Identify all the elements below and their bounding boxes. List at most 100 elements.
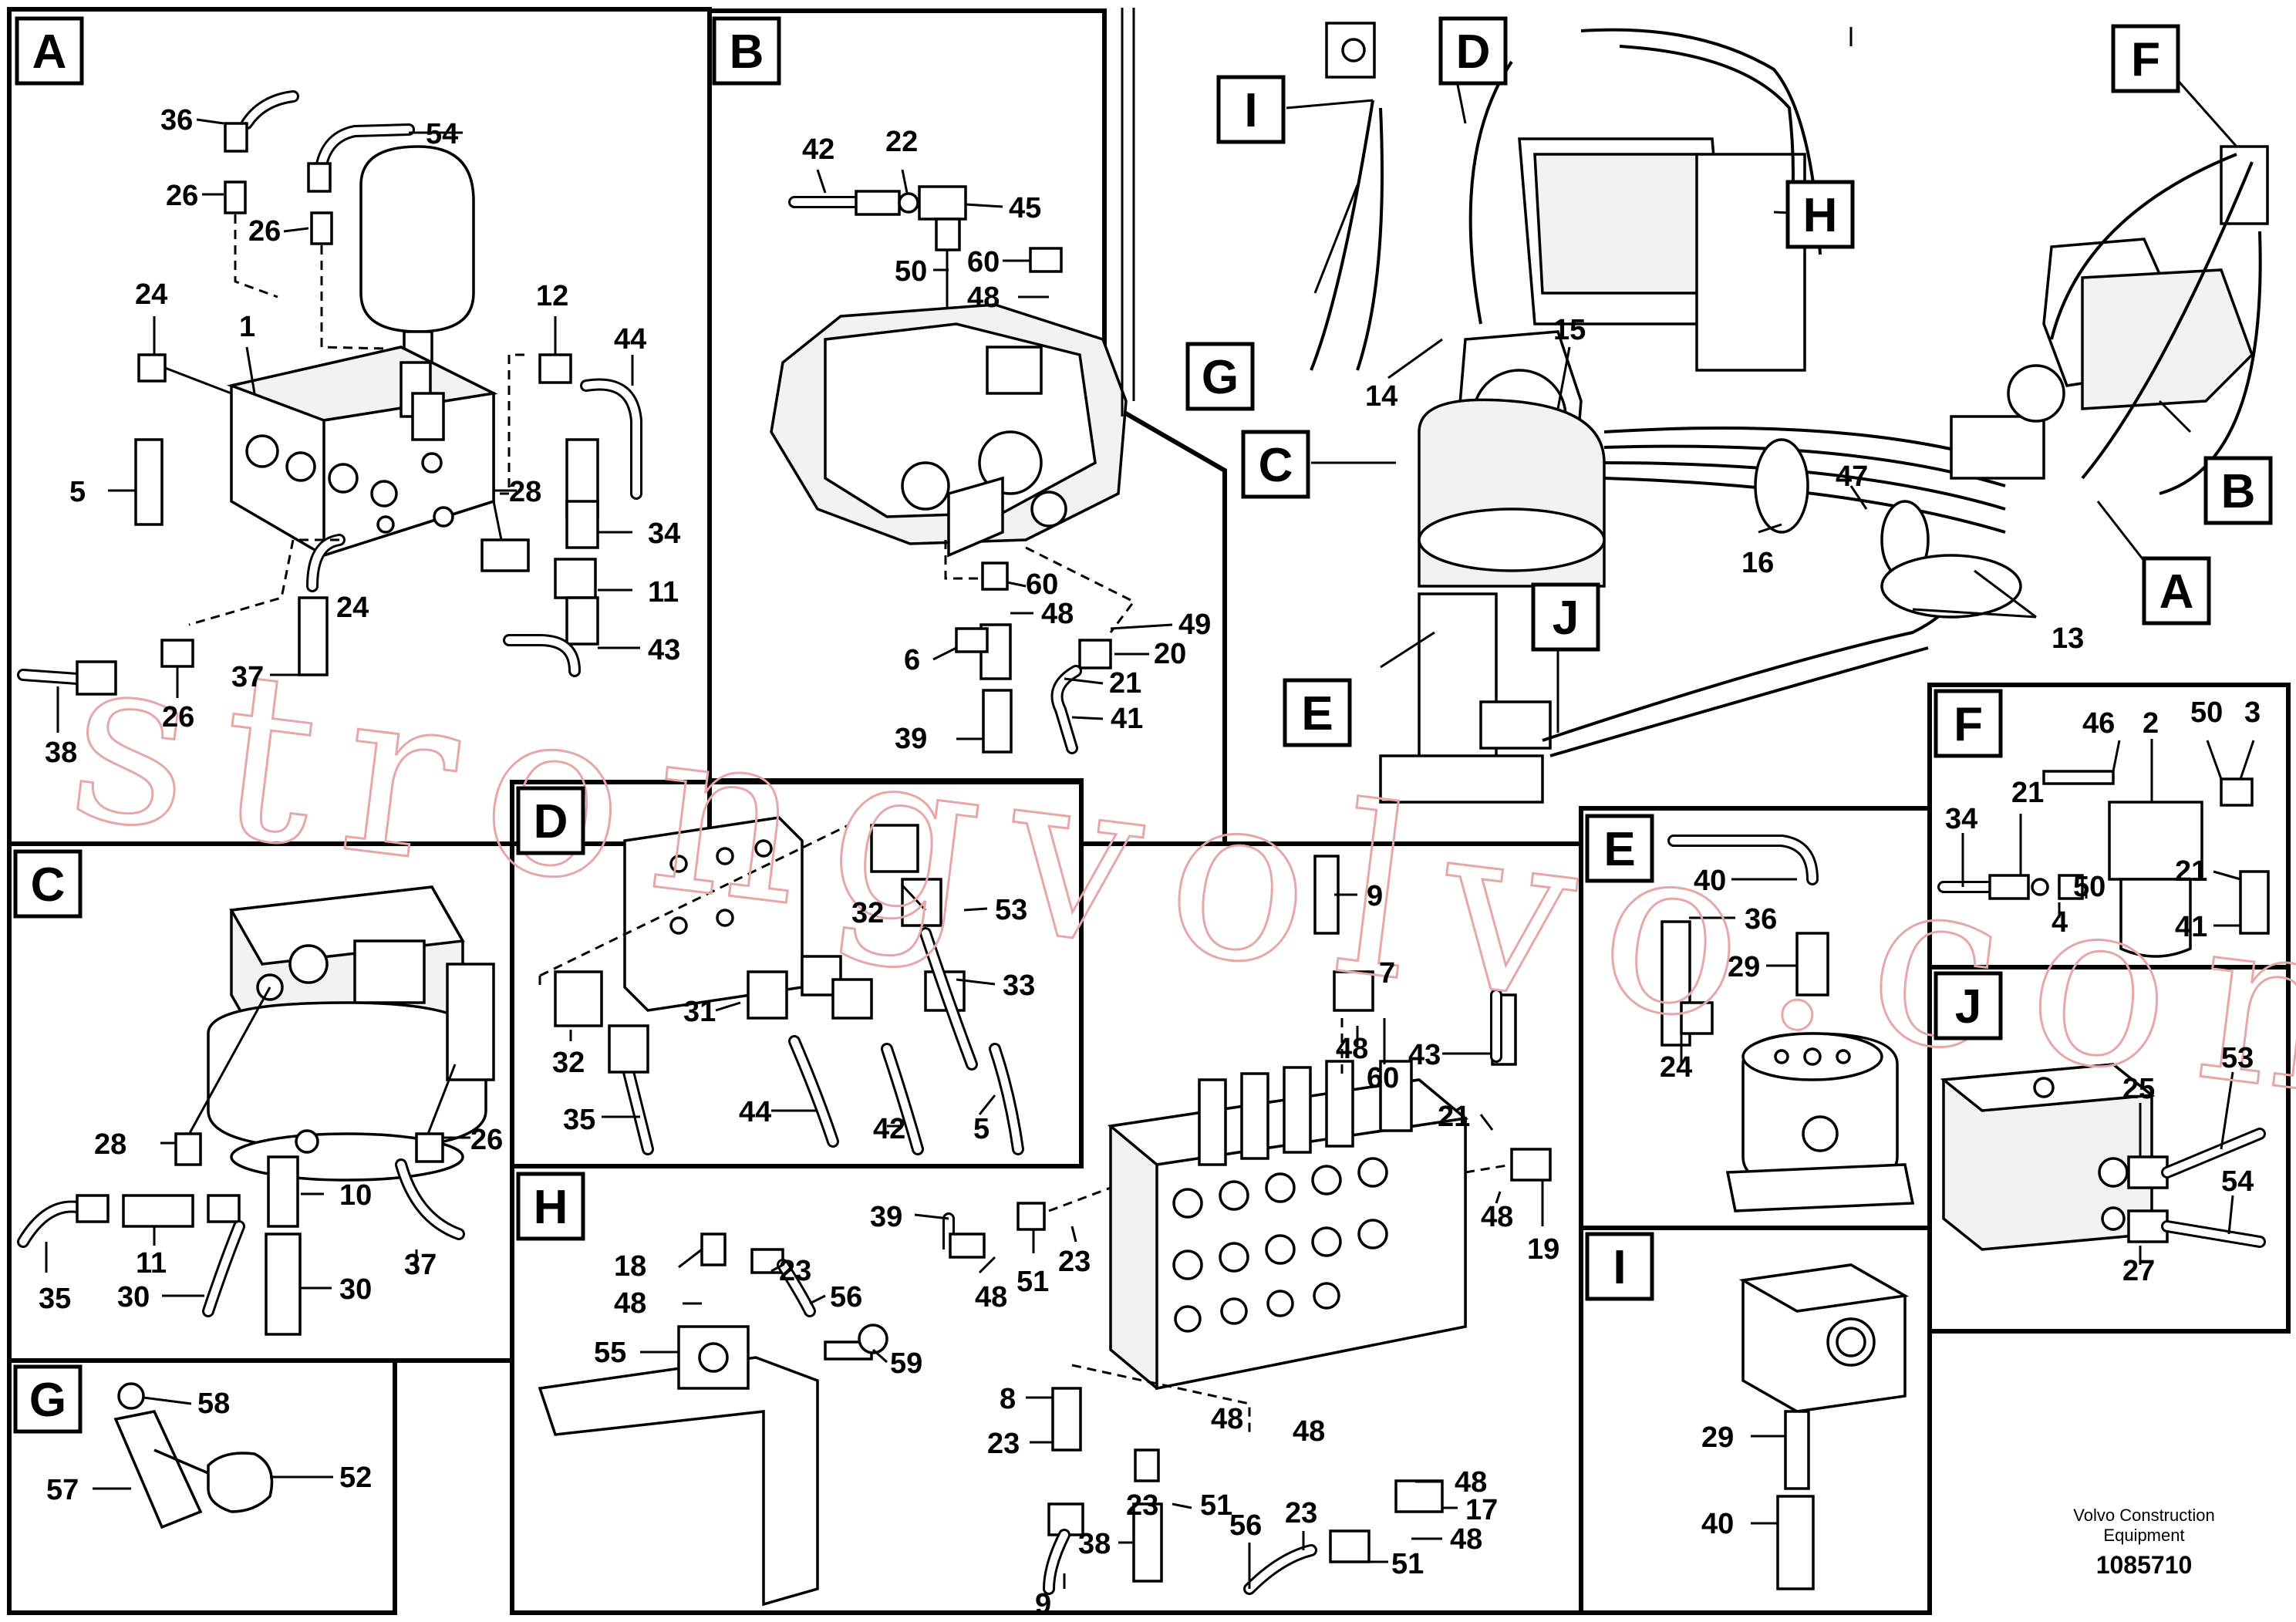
callout-f46: 46 <box>2082 707 2115 740</box>
callout-o16: 16 <box>1741 547 1774 579</box>
callout-a37: 37 <box>231 661 264 693</box>
callout-a26a: 26 <box>166 180 198 212</box>
callout-b6: 6 <box>904 644 920 676</box>
callout-d32a: 32 <box>851 897 884 929</box>
overview-label-b: B <box>2221 465 2256 518</box>
callout-b48b: 48 <box>1041 598 1074 630</box>
callout-a1: 1 <box>239 311 255 343</box>
callout-h59: 59 <box>890 1347 922 1380</box>
callout-a44: 44 <box>614 323 646 356</box>
callout-e40: 40 <box>1694 865 1726 897</box>
callout-m56: 56 <box>1229 1509 1262 1542</box>
callout-m9a: 9 <box>1367 880 1383 912</box>
panel-j-drawing <box>1940 1063 2266 1251</box>
callout-m51c: 51 <box>1391 1548 1424 1580</box>
callout-b22: 22 <box>885 126 918 158</box>
callout-m19: 19 <box>1527 1233 1559 1266</box>
callout-m48g: 48 <box>1450 1523 1482 1556</box>
overview-label-a: A <box>2159 565 2194 619</box>
overview-label-h: H <box>1803 189 1838 242</box>
callout-d31: 31 <box>683 996 716 1028</box>
overview-label-f: F <box>2131 33 2160 86</box>
callout-f4: 4 <box>2052 906 2068 939</box>
overview-label-e: E <box>1301 687 1333 740</box>
callout-a24a: 24 <box>135 278 167 311</box>
overview-label-c: C <box>1259 439 1293 492</box>
callout-m38: 38 <box>1078 1528 1111 1560</box>
callout-b48a: 48 <box>967 282 1000 314</box>
callout-m48b: 48 <box>1481 1201 1513 1233</box>
callout-a34: 34 <box>648 518 680 550</box>
callout-f34: 34 <box>1945 803 1977 835</box>
callout-f41: 41 <box>2175 911 2207 943</box>
callout-d32b: 32 <box>552 1047 585 1079</box>
callout-d35: 35 <box>563 1104 595 1136</box>
callout-d53: 53 <box>995 894 1027 926</box>
callout-m51b: 51 <box>1200 1489 1232 1522</box>
callout-h18: 18 <box>614 1250 646 1283</box>
callout-f21b: 21 <box>2175 855 2207 888</box>
overview-label-g: G <box>1202 351 1239 404</box>
callout-c26: 26 <box>470 1124 503 1156</box>
callout-b60b: 60 <box>1026 568 1058 601</box>
callout-c35: 35 <box>39 1283 71 1315</box>
callout-c30a: 30 <box>117 1281 150 1313</box>
panel-labels: A B C D E F G H I J <box>13 16 2003 1434</box>
callout-g52: 52 <box>339 1462 372 1494</box>
callout-h23: 23 <box>779 1255 811 1287</box>
panel-label-j: J <box>1955 980 1981 1034</box>
callout-c37: 37 <box>404 1249 437 1281</box>
panel-f-drawing <box>1937 770 2270 958</box>
panel-label-h: H <box>534 1181 568 1234</box>
footer-company-line2: Equipment <box>2103 1526 2184 1545</box>
callout-b45: 45 <box>1009 192 1041 224</box>
callout-b21: 21 <box>1109 667 1141 700</box>
callout-m60: 60 <box>1367 1062 1399 1094</box>
callout-b20: 20 <box>1154 638 1186 670</box>
panel-c-drawing <box>17 885 495 1336</box>
callout-o47: 47 <box>1836 460 1868 493</box>
callout-c28: 28 <box>94 1128 126 1161</box>
callout-m48f: 48 <box>1455 1466 1487 1499</box>
footer-company-line1: Volvo Construction <box>2073 1506 2214 1525</box>
callout-b50: 50 <box>895 255 927 288</box>
panel-label-f: F <box>1954 698 1983 751</box>
callout-d33: 33 <box>1003 969 1035 1002</box>
callout-i29: 29 <box>1701 1421 1734 1454</box>
panel-d-drawing <box>538 816 1024 1155</box>
footer: Volvo Construction Equipment 1085710 <box>2073 1506 2214 1579</box>
panel-e-drawing <box>1660 835 1915 1212</box>
callout-j53: 53 <box>2221 1042 2254 1074</box>
callout-m48c: 48 <box>975 1281 1007 1313</box>
overview-label-j: J <box>1553 592 1579 645</box>
callout-h55: 55 <box>594 1337 626 1369</box>
callout-e36: 36 <box>1745 903 1777 936</box>
callout-m21: 21 <box>1438 1101 1470 1133</box>
panel-label-d: D <box>534 795 568 848</box>
callout-a36: 36 <box>160 104 193 137</box>
control-valve-drawing <box>942 855 1552 1595</box>
callout-c10: 10 <box>339 1179 372 1212</box>
callout-c11: 11 <box>136 1247 167 1280</box>
callout-b42: 42 <box>802 133 834 166</box>
callout-b60a: 60 <box>967 246 1000 278</box>
callout-i40: 40 <box>1701 1508 1734 1540</box>
callout-o13: 13 <box>2052 622 2084 655</box>
callout-f2: 2 <box>2143 707 2159 740</box>
callout-o15: 15 <box>1553 314 1586 346</box>
callout-a11: 11 <box>648 576 679 609</box>
callout-m39: 39 <box>870 1201 902 1233</box>
callout-c30b: 30 <box>339 1273 372 1306</box>
panel-label-b: B <box>730 25 764 79</box>
callout-j27: 27 <box>2122 1255 2155 1287</box>
panel-label-i: I <box>1613 1241 1626 1294</box>
callout-j54: 54 <box>2221 1165 2254 1198</box>
callout-f3: 3 <box>2244 696 2261 729</box>
callout-m23d: 23 <box>1285 1497 1317 1529</box>
callout-j25: 25 <box>2122 1073 2155 1105</box>
panel-frames <box>7 7 2291 1615</box>
callout-o14: 14 <box>1365 380 1397 413</box>
callout-m23b: 23 <box>987 1428 1020 1460</box>
panel-label-e: E <box>1603 823 1635 876</box>
